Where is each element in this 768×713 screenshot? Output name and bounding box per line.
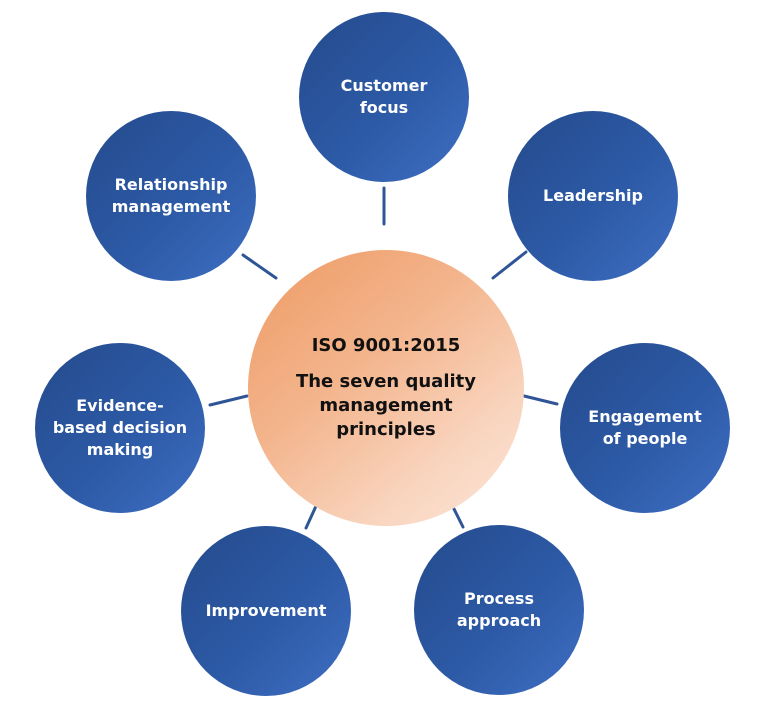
principle-leadership: Leadership [508,111,678,281]
center-title: ISO 9001:2015 [311,335,461,356]
center-subtitle: The seven quality management principles [295,371,477,440]
principle-engagement-of-people: Engagement of people [560,343,730,513]
principle-process-approach: Process approach [414,525,584,695]
principle-label: Engagement of people [588,407,702,448]
principle-label: Relationship management [111,175,231,216]
principle-evidence-based-decision-making: Evidence- based decision making [35,343,205,513]
connector-evidence-based [208,394,249,407]
principle-relationship-management: Relationship management [86,111,256,281]
connector-relationship-management [241,253,278,280]
principle-improvement: Improvement [181,526,351,696]
principle-label: Customer focus [340,76,428,117]
connector-leadership [491,250,528,280]
principle-customer-focus: Customer focus [299,12,469,182]
principle-label: Leadership [543,186,643,205]
connector-engagement-of-people [518,393,559,406]
principle-label: Process approach [456,589,542,630]
principle-label: Evidence- based decision making [52,396,188,459]
principle-label: Improvement [205,601,327,620]
center-hub: ISO 9001:2015 The seven quality manageme… [248,250,524,526]
